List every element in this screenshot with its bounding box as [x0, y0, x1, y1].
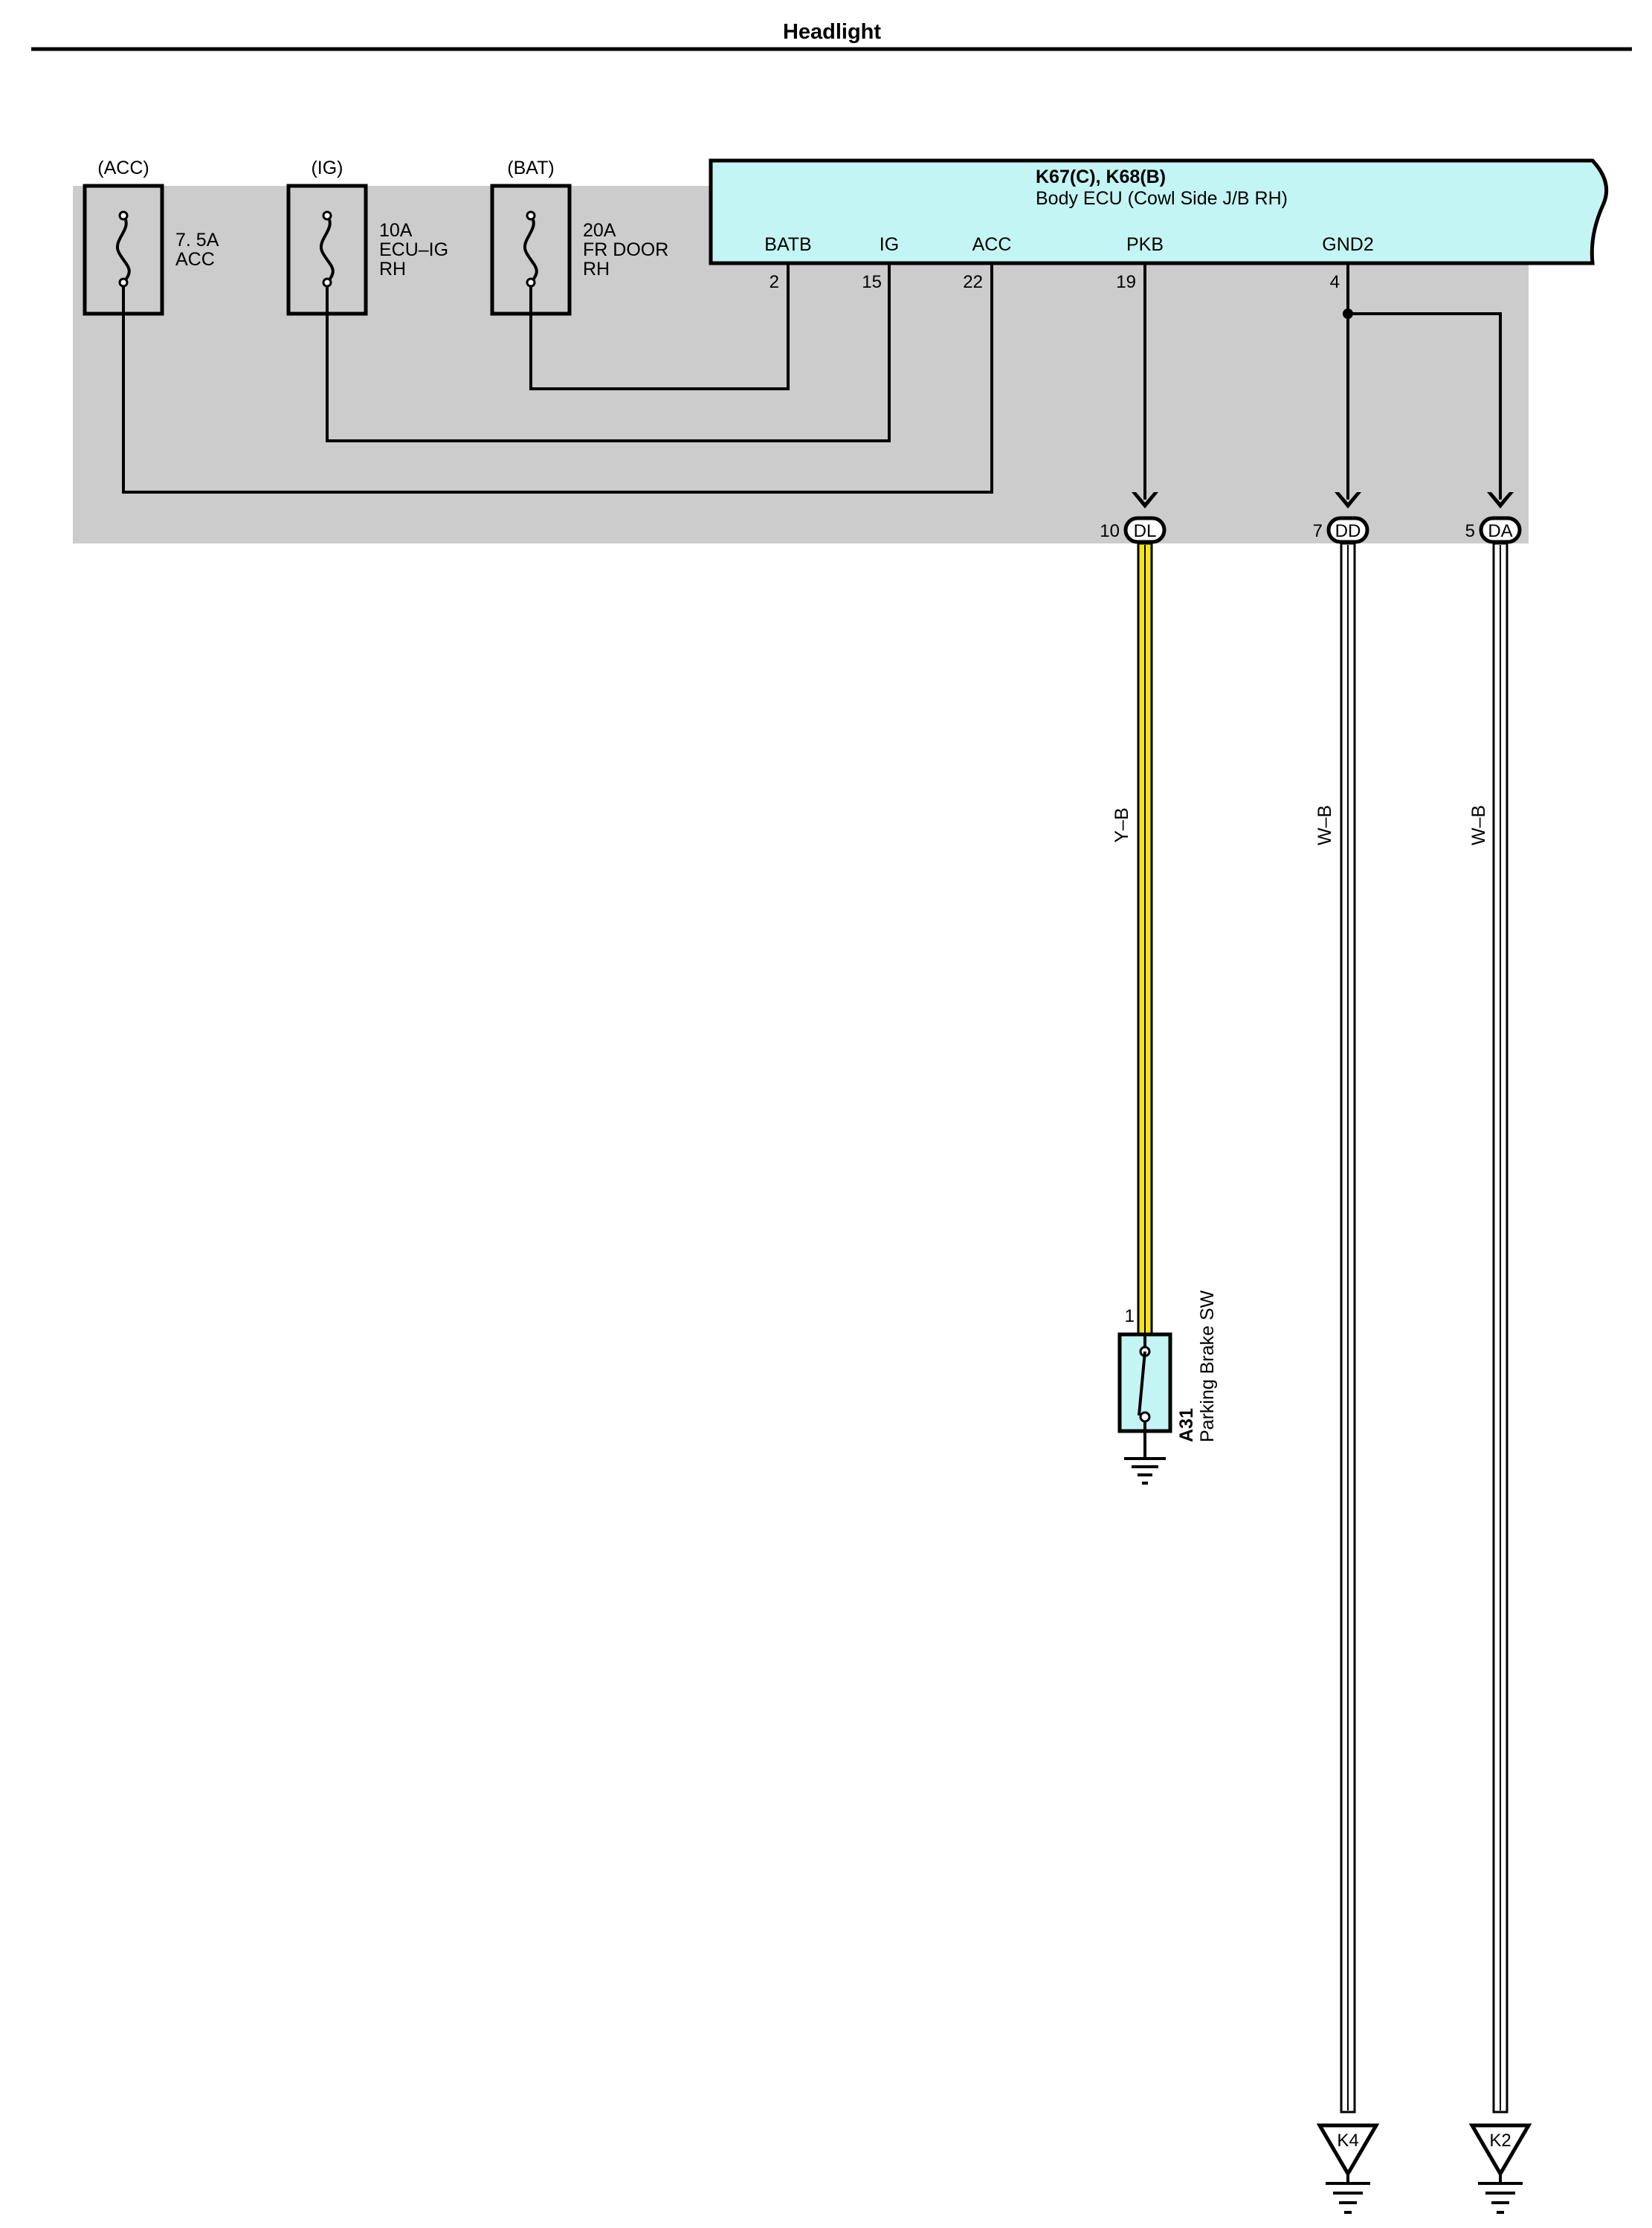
- fuse-ig-name2: RH: [379, 259, 406, 280]
- ecu-pin-batb: 2: [769, 272, 779, 292]
- wire-w-b-2-code: W–B: [1468, 805, 1489, 845]
- fuse-acc-rating: 7. 5A: [175, 230, 219, 251]
- ecu-pin-acc: 22: [963, 272, 983, 292]
- fuse-acc-icon: [116, 214, 131, 284]
- connector-da-id: DA: [1488, 521, 1512, 541]
- wire-ig-to-ig: [326, 265, 891, 442]
- diagram-title: Headlight: [783, 20, 881, 44]
- wire-w-b-1-code: W–B: [1314, 805, 1335, 845]
- connector-da-pin: 5: [1465, 521, 1475, 541]
- fuse-bat-top-terminal: [526, 210, 536, 221]
- ground-k4-id: K4: [1337, 2131, 1358, 2151]
- arrow-pkb: [1132, 492, 1158, 508]
- ground-k4-triangle: [1316, 2123, 1380, 2177]
- ecu-name: Body ECU (Cowl Side J/B RH): [1036, 188, 1288, 209]
- connector-da-pill: [1479, 516, 1522, 544]
- switch-name: Parking Brake SW: [1197, 1290, 1218, 1442]
- ecu-terminal-pkb: PKB: [1126, 234, 1164, 255]
- fuse-ig-name: ECU–IG: [379, 239, 448, 260]
- switch-blade-icon: [1138, 1351, 1146, 1416]
- fuse-bat-name2: RH: [583, 259, 610, 280]
- arrow-da: [1487, 492, 1514, 508]
- fuse-ig-bottom-terminal: [322, 277, 332, 288]
- wire-acc-to-acc: [122, 265, 993, 494]
- ground-k4-icon: [1326, 2174, 1370, 2214]
- fuse-bat-bottom-terminal: [526, 277, 536, 288]
- fuse-ig-icon: [320, 214, 335, 284]
- ground-k2-id: K2: [1489, 2131, 1511, 2151]
- fuse-bat-rating: 20A: [583, 220, 616, 241]
- connector-dl-pill: [1123, 516, 1167, 544]
- wire-bat-to-batb: [529, 265, 790, 390]
- arrow-dd: [1335, 492, 1361, 508]
- fuse-ig-source: (IG): [311, 158, 343, 178]
- switch-contact-bottom: [1139, 1411, 1151, 1423]
- ecu-pin-pkb: 19: [1116, 272, 1136, 292]
- fuse-ig-rating: 10A: [379, 220, 413, 241]
- fuse-ig-top-terminal: [322, 210, 332, 221]
- fuse-bat-icon: [523, 214, 538, 284]
- ground-k2-triangle: [1468, 2123, 1532, 2177]
- fuse-acc-bottom-terminal: [118, 277, 129, 288]
- ground-k2-icon: [1478, 2174, 1523, 2214]
- body-ecu-box: [709, 158, 1609, 265]
- connector-dl-id: DL: [1134, 521, 1157, 541]
- fuse-bat-source: (BAT): [507, 158, 554, 178]
- fuse-acc-top-terminal: [118, 210, 129, 221]
- ecu-pin-ig: 15: [862, 272, 882, 292]
- connector-dl-pin: 10: [1100, 521, 1120, 541]
- ecu-connector-code: K67(C), K68(B): [1036, 167, 1166, 187]
- ecu-pin-gnd2: 4: [1330, 272, 1340, 292]
- wire-y-b-code: Y–B: [1111, 807, 1132, 842]
- ecu-terminal-gnd2: GND2: [1322, 234, 1373, 255]
- connector-dd-id: DD: [1335, 521, 1361, 541]
- ecu-terminal-ig: IG: [880, 234, 899, 255]
- fuse-acc-source: (ACC): [97, 158, 149, 178]
- switch-ground-icon: [1124, 1457, 1166, 1485]
- fuse-acc-name: ACC: [175, 249, 215, 270]
- fuse-bat-name: FR DOOR: [583, 239, 668, 260]
- ecu-terminal-acc: ACC: [972, 234, 1012, 255]
- switch-code: A31: [1176, 1408, 1197, 1442]
- ecu-terminal-batb: BATB: [764, 234, 811, 255]
- wire-gnd2-branch: [1348, 312, 1502, 500]
- switch-pin: 1: [1125, 1306, 1135, 1326]
- connector-dd-pin: 7: [1313, 521, 1323, 541]
- connector-dd-pill: [1326, 516, 1369, 544]
